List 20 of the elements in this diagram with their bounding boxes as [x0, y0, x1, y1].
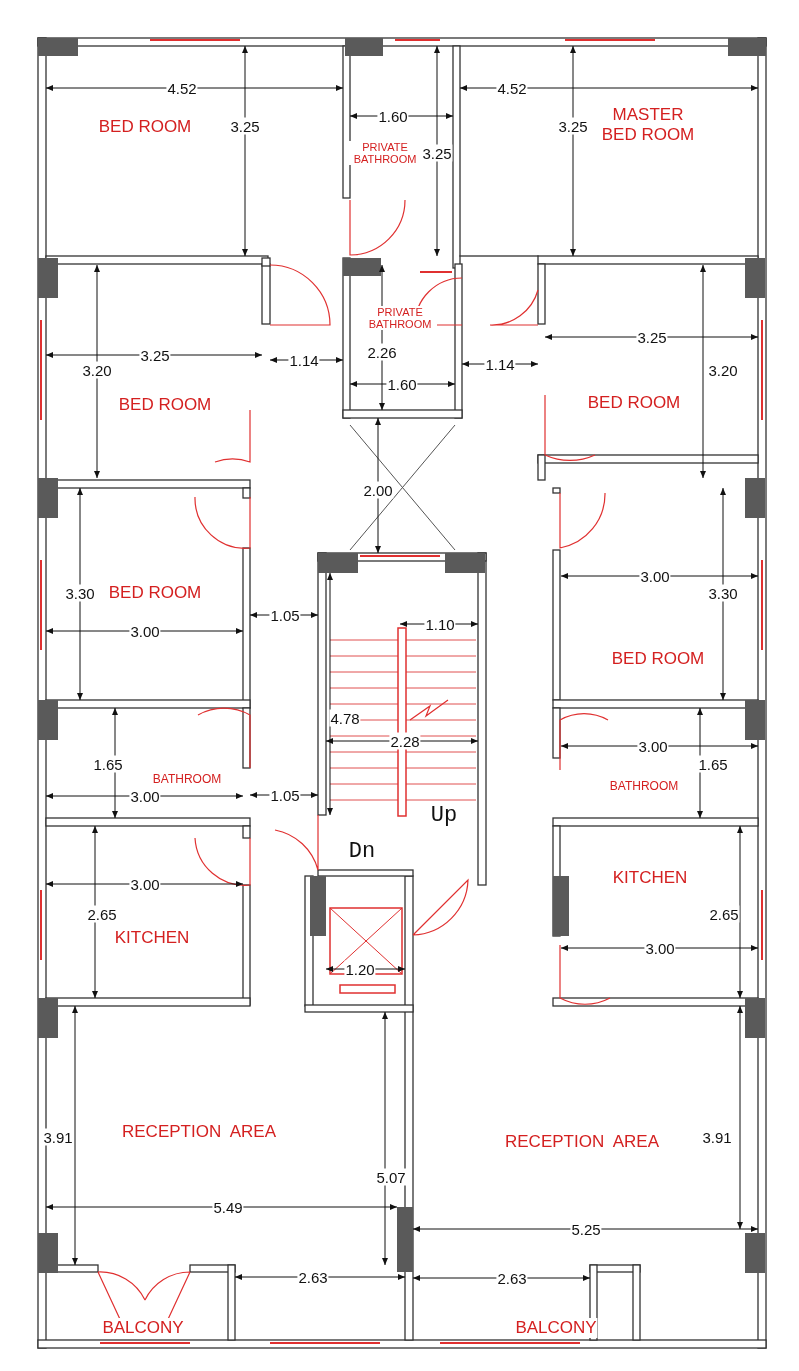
- dimension-label: 2.00: [362, 481, 394, 499]
- dimension-label: 1.65: [697, 755, 729, 773]
- dimension-label: 3.91: [42, 1128, 74, 1146]
- dimension-label: 2.65: [708, 905, 740, 923]
- dimension-label: 3.25: [229, 117, 261, 135]
- dimension-label: 1.65: [92, 755, 124, 773]
- dimension-label: 3.30: [64, 584, 96, 602]
- dimension-label: 3.25: [421, 144, 453, 162]
- dimension-label: 3.20: [81, 361, 113, 379]
- dimension-label: 2.26: [366, 343, 398, 361]
- room-label: BATHROOM: [608, 779, 680, 793]
- dimension-label: 2.65: [86, 905, 118, 923]
- dimension-label: 1.20: [344, 960, 376, 978]
- dimension-label: 4.78: [329, 709, 361, 727]
- dimension-label: 3.30: [707, 584, 739, 602]
- dimension-label: 5.07: [375, 1168, 407, 1186]
- dimension-label: 3.25: [557, 117, 589, 135]
- dimension-label: 2.28: [389, 732, 421, 750]
- room-label: BATHROOM: [151, 772, 223, 786]
- room-label: BALCONY: [514, 1318, 598, 1338]
